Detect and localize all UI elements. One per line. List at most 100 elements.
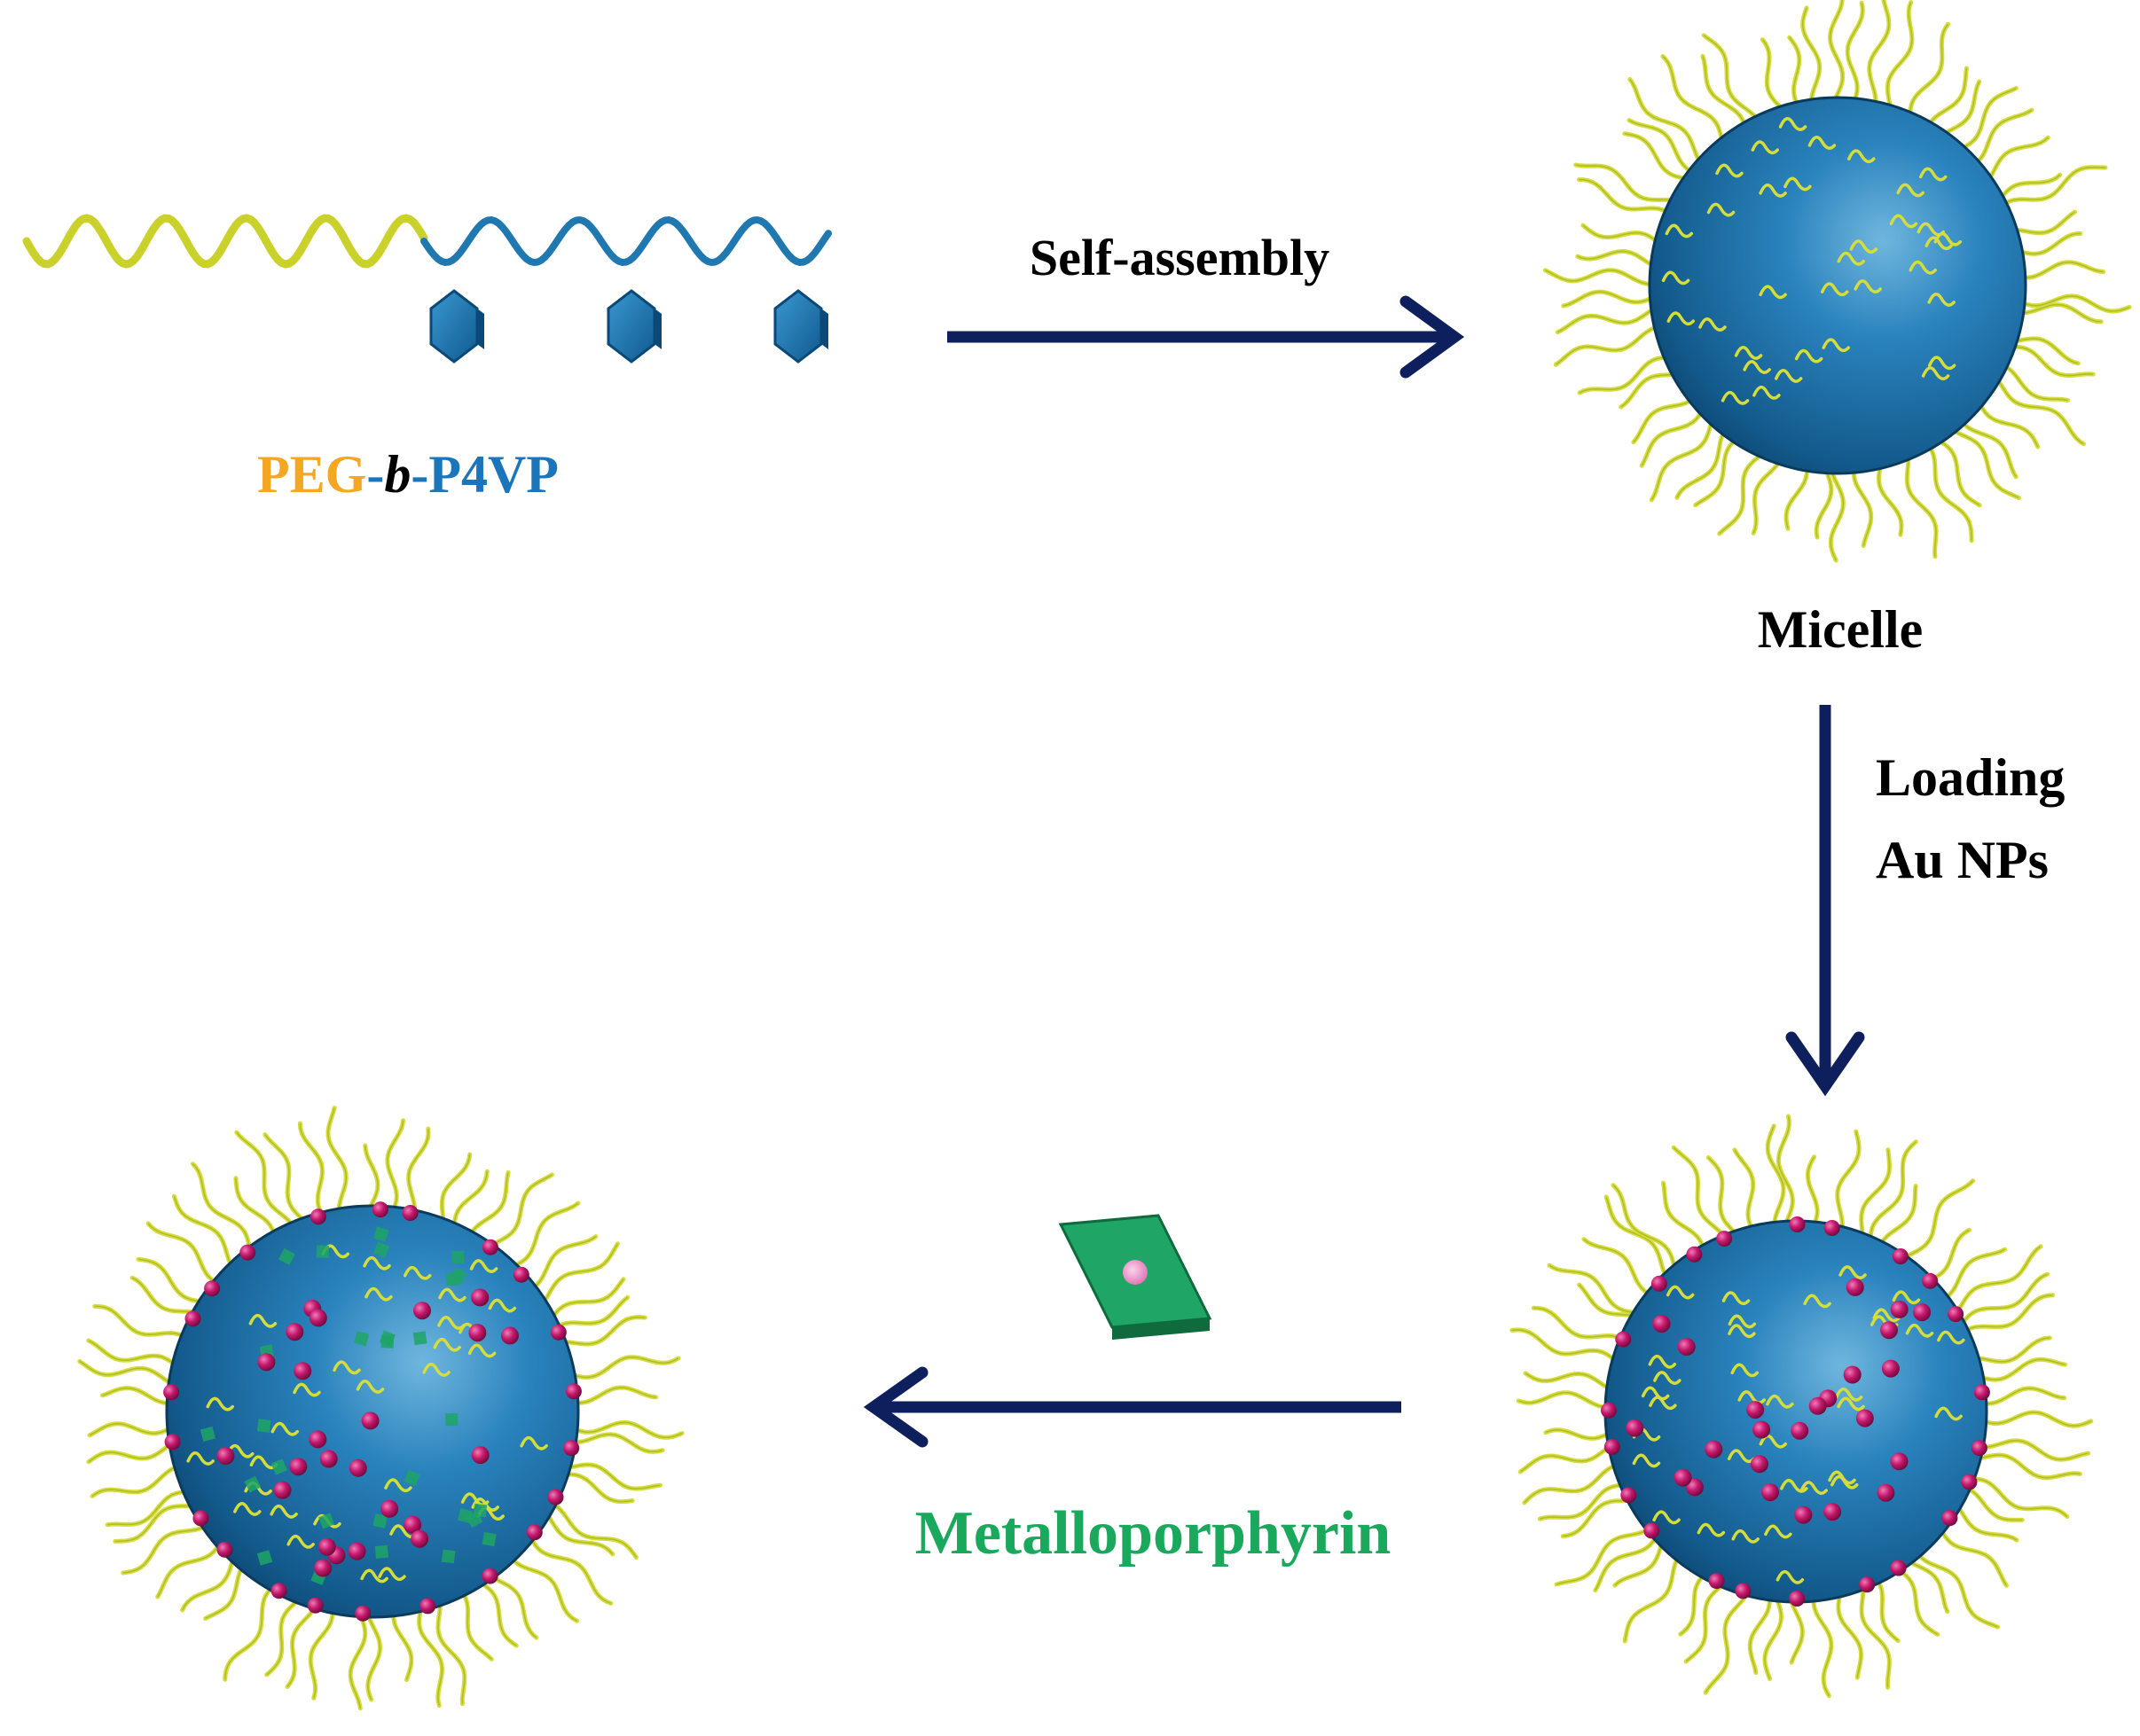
au-nanoparticle [471, 1446, 490, 1465]
surface-chain [356, 1380, 385, 1394]
surface-chain [1728, 1314, 1757, 1329]
au-nanoparticle [361, 1411, 380, 1430]
peg-corona-chain-shadow [1641, 403, 1706, 466]
peg-corona-chain-shadow [537, 1243, 619, 1309]
surface-chain [1751, 140, 1779, 155]
surface-chain [469, 1259, 498, 1273]
metalloporphyrin-molecule [379, 1330, 396, 1347]
peg-corona-chain [263, 1132, 312, 1230]
peg-corona-chain [171, 1193, 239, 1274]
peg-corona-chain-shadow [1807, 1156, 1818, 1232]
metalloporphyrin-molecule [404, 1469, 420, 1486]
surface-chain [378, 1567, 406, 1582]
au-nanoparticle [565, 1383, 582, 1400]
peg-corona-chain-shadow [1563, 291, 1661, 307]
surface-chain [1927, 356, 1956, 371]
surface-chain [270, 1504, 298, 1519]
peg-corona-chain-shadow [2005, 338, 2079, 364]
metalloporphyrin-molecule [482, 1531, 497, 1547]
peg-corona-chain-shadow [550, 1296, 629, 1333]
metalloporphyrin-molecule [445, 1413, 459, 1427]
peg-corona-chain [563, 1432, 665, 1454]
au-nanoparticle [310, 1208, 326, 1225]
au-nanoparticle [1843, 1365, 1862, 1384]
peg-corona-chain [365, 1604, 383, 1702]
peg-corona-chain-shadow [122, 1521, 212, 1574]
peg-corona-chain [1517, 1439, 1621, 1474]
peg-corona-chain-shadow [1540, 1484, 1633, 1520]
surface-chain [186, 1451, 215, 1466]
surface-chain [1666, 1285, 1695, 1300]
surface-chain [1706, 202, 1736, 217]
au-nanoparticle [204, 1280, 221, 1297]
peg-corona-chain [1660, 54, 1727, 152]
peg-corona-chain-shadow [1946, 425, 2019, 499]
surface-chain [488, 1298, 517, 1313]
au-nanoparticle [380, 1499, 399, 1518]
surface-chain [1794, 348, 1823, 364]
peg-corona-chain [1775, 1114, 1795, 1234]
surface-chain [206, 1396, 234, 1411]
peg-corona-chain [1580, 223, 1667, 250]
peg-corona-chain [1859, 1147, 1893, 1247]
peg-corona-chain [1622, 131, 1697, 183]
peg-corona-chain-shadow [1612, 1185, 1678, 1277]
peg-corona-chain-shadow [507, 1551, 577, 1622]
surface-chain [520, 1435, 548, 1451]
surface-chain [1927, 293, 1956, 307]
peg-corona-chain-shadow [266, 1593, 305, 1676]
surface-chain [1924, 236, 1953, 251]
peg-corona-chain [1603, 1194, 1674, 1285]
surface-chain [422, 1363, 451, 1377]
au-nanoparticle [239, 1244, 256, 1261]
peg-corona-chain-shadow [1579, 178, 1674, 218]
dash-text: - [366, 445, 384, 504]
peg-corona-chain-shadow [1624, 132, 1696, 181]
surface-chain [1727, 1449, 1756, 1464]
surface-chain [1799, 1481, 1829, 1495]
au-nanoparticle [163, 1384, 180, 1401]
peg-corona-chain-shadow [2012, 303, 2102, 323]
surface-chain [1896, 183, 1924, 198]
peg-corona-chain-shadow [1886, 2, 1913, 117]
peg-corona-chain-shadow [1777, 1115, 1794, 1232]
au-nanoparticle [314, 1559, 333, 1577]
peg-corona-chain-shadow [1957, 415, 2017, 478]
surface-chain [471, 1497, 499, 1512]
au-nanoparticle [1913, 1303, 1932, 1322]
peg-corona-chain-shadow [1662, 55, 1725, 150]
au-nanoparticle [289, 1458, 308, 1476]
peg-corona-chain-shadow [264, 1134, 310, 1228]
au-nanoparticle [309, 1309, 327, 1327]
peg-corona-chain [503, 1200, 581, 1271]
au-nanoparticle [1789, 1591, 1806, 1607]
metalloporphyrin-loaded-micelle [77, 1106, 685, 1711]
peg-corona-chain [506, 1549, 579, 1623]
peg-corona-chain-shadow [1913, 1546, 1998, 1628]
peg-corona-chain [1760, 37, 1791, 118]
peg-corona-chain-shadow [1860, 1149, 1891, 1245]
peg-corona-chain-shadow [1633, 394, 1698, 443]
au-nanoparticle [1973, 1384, 1990, 1401]
peg-corona-chain-shadow [349, 1606, 366, 1709]
peg-corona-chain-shadow [1752, 453, 1783, 534]
peg-corona-chain-shadow [173, 1196, 237, 1272]
peg-corona-chain-shadow [1991, 372, 2084, 445]
surface-chain [1921, 366, 1950, 380]
peg-corona-chain-shadow [366, 1606, 381, 1701]
peg-corona-chain-shadow [89, 1423, 178, 1436]
peg-corona-chain-shadow [526, 1529, 612, 1604]
surface-chain [1759, 184, 1787, 198]
pyridine-pendant-group [429, 289, 484, 364]
au-np-loaded-micelle [1509, 1114, 2094, 1699]
peg-corona-chain-shadow [1861, 1578, 1891, 1688]
au-nanoparticle [1877, 1483, 1895, 1502]
au-nanoparticle [372, 1201, 388, 1218]
au-nanoparticle [1716, 1231, 1733, 1247]
surface-chain [293, 1382, 321, 1397]
peg-corona-chain-shadow [1707, 1156, 1743, 1240]
au-nanoparticle [404, 1515, 422, 1534]
peg-corona-chain-shadow [1705, 1585, 1751, 1693]
surface-chain [1721, 391, 1750, 405]
surface-chain [460, 1492, 490, 1507]
